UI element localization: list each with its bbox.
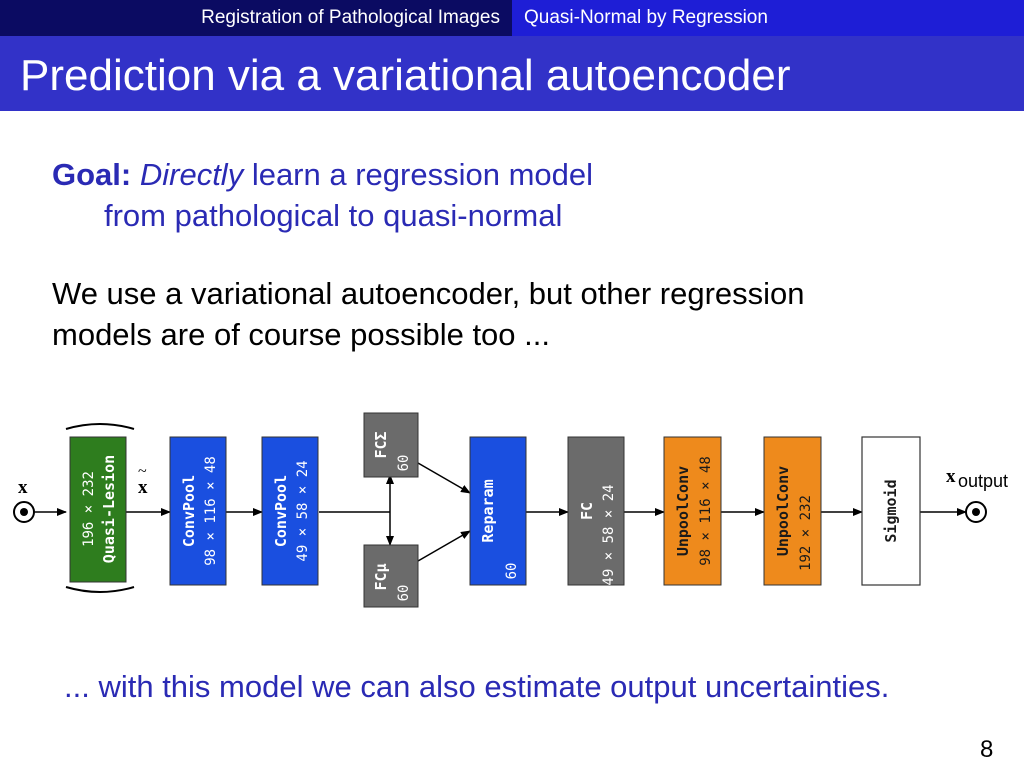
node-fc-mu-dims: 60 <box>396 585 412 602</box>
node-fc-mu-label: FCμ <box>372 563 390 590</box>
output-label: x <box>946 466 956 487</box>
node-fc: FC 49 × 58 × 24 <box>567 436 625 586</box>
title-bar <box>0 36 1024 111</box>
node-quasi-lesion-label: Quasi-Lesion <box>100 455 118 563</box>
goal-line-2: from pathological to quasi-normal <box>104 198 563 233</box>
node-unpoolconv-2: UnpoolConv 192 × 232 <box>763 436 822 586</box>
node-quasi-lesion: 196 × 232 Quasi-Lesion <box>69 436 127 583</box>
nav-section-registration[interactable]: Registration of Pathological Images <box>201 7 500 28</box>
node-fc-sigma-dims: 60 <box>396 455 412 472</box>
input-label: x <box>18 477 28 498</box>
node-reparam-label: Reparam <box>479 479 497 542</box>
goal-text: learn a regression model <box>243 157 593 192</box>
node-reparam-dims: 60 <box>504 563 520 580</box>
body-paragraph: We use a variational autoencoder, but ot… <box>52 273 952 355</box>
vae-architecture-diagram: x x ~ x output 196 × 232 Quasi-Lesion Co… <box>13 412 1008 608</box>
node-reparam: Reparam 60 <box>469 436 527 586</box>
node-fc-sigma-label: FCΣ <box>372 431 390 458</box>
node-fc-mu: FCμ 60 <box>363 544 419 608</box>
bracket-top <box>65 423 135 430</box>
slide-title: Prediction via a variational autoencoder <box>20 51 791 100</box>
edges <box>34 462 967 562</box>
node-quasi-lesion-dims: 196 × 232 <box>81 471 97 547</box>
tilde-mark: ~ <box>138 463 147 480</box>
page-number: 8 <box>980 736 994 763</box>
node-unpoolconv-2-label: UnpoolConv <box>774 466 792 556</box>
node-unpoolconv-1-dims: 98 × 116 × 48 <box>698 456 714 566</box>
navigation-bar: Registration of Pathological Images Quas… <box>0 0 1024 36</box>
node-convpool-1-dims: 98 × 116 × 48 <box>203 456 219 566</box>
tilde-x-label: x <box>138 477 148 498</box>
node-convpool-2: ConvPool 49 × 58 × 24 <box>261 436 319 586</box>
goal-block: Goal: Directly learn a regression model … <box>52 154 593 236</box>
bracket-bottom <box>65 586 135 593</box>
node-sigmoid-label: Sigmoid <box>882 479 900 542</box>
output-terminal <box>965 501 987 523</box>
node-fc-label: FC <box>578 502 596 520</box>
node-sigmoid: Sigmoid <box>861 436 921 586</box>
goal-line-1: Goal: Directly learn a regression model <box>52 154 593 195</box>
node-unpoolconv-1: UnpoolConv 98 × 116 × 48 <box>663 436 722 586</box>
goal-emphasis: Directly <box>139 157 244 192</box>
nav-section-quasi-normal[interactable]: Quasi-Normal by Regression <box>512 0 1024 36</box>
goal-label: Goal: <box>52 157 132 192</box>
node-convpool-1: ConvPool 98 × 116 × 48 <box>169 436 227 586</box>
body-line-2: models are of course possible too ... <box>52 317 550 352</box>
node-fc-dims: 49 × 58 × 24 <box>601 484 617 585</box>
node-unpoolconv-1-label: UnpoolConv <box>674 466 692 556</box>
node-unpoolconv-2-dims: 192 × 232 <box>798 495 814 571</box>
node-fc-sigma: FCΣ 60 <box>363 412 419 478</box>
node-convpool-1-label: ConvPool <box>180 475 198 547</box>
node-convpool-2-label: ConvPool <box>272 475 290 547</box>
bottom-note: ... with this model we can also estimate… <box>64 669 890 704</box>
body-line-1: We use a variational autoencoder, but ot… <box>52 276 805 311</box>
input-terminal <box>13 501 35 523</box>
output-subscript: output <box>958 471 1008 491</box>
node-convpool-2-dims: 49 × 58 × 24 <box>295 460 311 561</box>
